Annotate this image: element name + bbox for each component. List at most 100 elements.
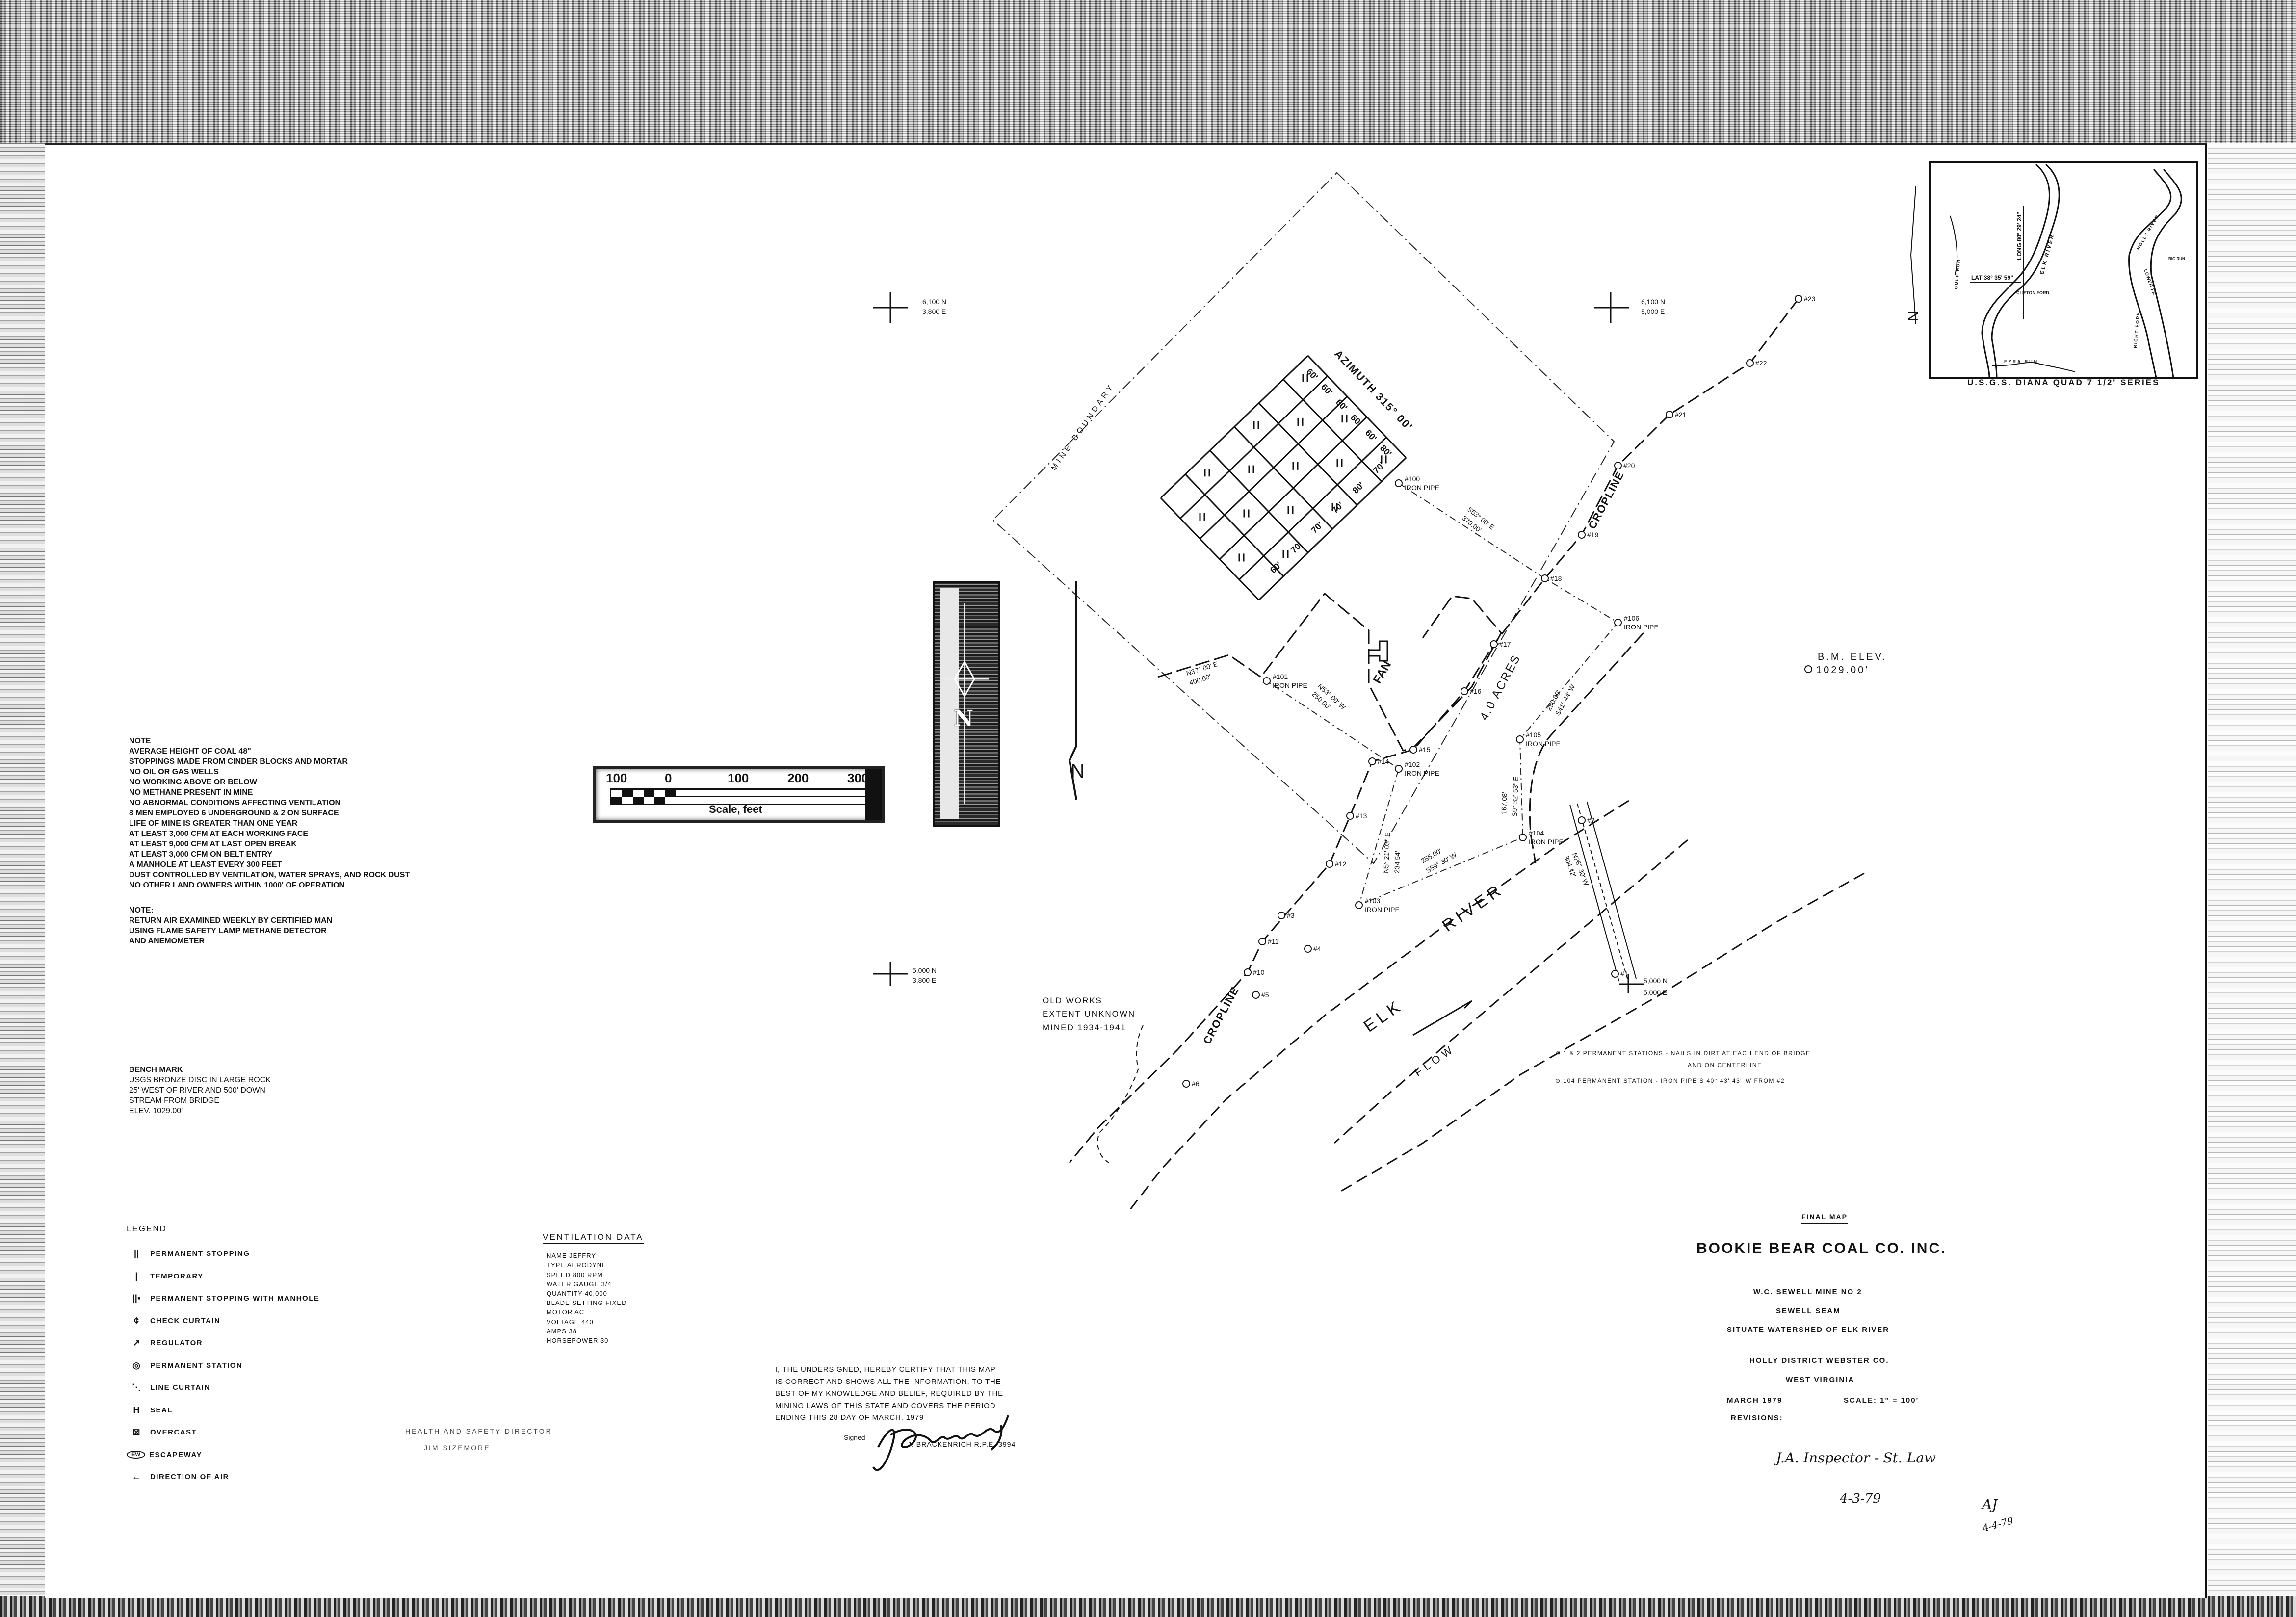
note-line: NO OTHER LAND OWNERS WITHIN 1000' OF OPE…: [129, 881, 345, 889]
legend-symbol-icon: ←: [132, 1472, 141, 1482]
fan-label: FAN: [1371, 659, 1394, 686]
ventilation-row: NAME JEFFRY: [547, 1252, 597, 1260]
survey-station-icon: [1326, 860, 1333, 868]
health-safety-director: HEALTH AND SAFETY DIRECTOR JIM SIZEMORE: [405, 1423, 552, 1456]
initials: AJ: [1982, 1496, 1998, 1513]
legend-item: ↗REGULATOR: [127, 1332, 319, 1355]
ventilation-title: VENTILATION DATA: [543, 1232, 644, 1245]
bm-elevation: B.M. ELEV. 1029.00': [1804, 652, 1887, 676]
grid-line: [1160, 497, 1260, 601]
grid-dimension-label: 60': [1349, 413, 1364, 428]
bench-mark-line: USGS BRONZE DISC IN LARGE ROCK: [129, 1076, 271, 1084]
pipe-station-label: #102: [1405, 760, 1420, 768]
pipe-station-label: #105: [1526, 731, 1541, 739]
district-line: HOLLY DISTRICT WEBSTER CO.: [1749, 1356, 1889, 1365]
river-flow-label: FLOW: [1412, 1042, 1458, 1079]
note-line: NO OIL OR GAS WELLS: [129, 768, 219, 776]
iron-pipe-label: IRON PIPE: [1405, 769, 1439, 777]
bearing-label: 167.08': [1500, 792, 1509, 814]
pipe-station-label: #100: [1405, 475, 1420, 483]
legend-label: LINE CURTAIN: [150, 1383, 210, 1392]
grid-dimension-label: 70': [1289, 540, 1304, 555]
legend: LEGEND ||PERMANENT STOPPING|TEMPORARY||▪…: [127, 1224, 319, 1488]
certification-line: IS CORRECT AND SHOWS ALL THE INFORMATION…: [775, 1377, 1001, 1386]
svg-text:B.M. ELEV.: B.M. ELEV.: [1818, 652, 1887, 662]
state-line: WEST VIRGINIA: [1786, 1376, 1855, 1384]
legend-item: ⊠OVERCAST: [127, 1421, 319, 1444]
station-label: #2: [1587, 816, 1595, 824]
note-line: AT LEAST 9,000 CFM AT LAST OPEN BREAK: [129, 840, 297, 848]
station-label: #19: [1587, 531, 1599, 539]
bearing-label: N5° 21' 03" E: [1382, 832, 1391, 873]
legend-symbol-icon: ⊠: [132, 1427, 140, 1437]
note-line: LIFE OF MINE IS GREATER THAN ONE YEAR: [129, 819, 298, 828]
iron-pipe-icon: [1395, 765, 1403, 773]
grid-line: [1258, 457, 1407, 601]
legend-item: ¢CHECK CURTAIN: [127, 1310, 319, 1332]
grid-line: [1184, 473, 1284, 577]
station-label: #20: [1623, 462, 1635, 469]
note-line: NO ABNORMAL CONDITIONS AFFECTING VENTILA…: [129, 799, 341, 807]
iron-pipe-label: IRON PIPE: [1365, 906, 1400, 913]
fan-icon: [1368, 640, 1388, 662]
azimuth-label: AZIMUTH 315° 00': [1332, 347, 1415, 433]
station-label: #12: [1335, 860, 1347, 868]
mine-name: W.C. SEWELL MINE NO 2: [1753, 1288, 1862, 1296]
certification-line: I, THE UNDERSIGNED, HEREBY CERTIFY THAT …: [775, 1365, 996, 1374]
survey-station-icon: [1258, 938, 1266, 945]
legend-symbol-icon: ||: [133, 1249, 139, 1259]
grid-line: [1238, 437, 1387, 580]
legend-item: ←DIRECTION OF AIR: [127, 1466, 319, 1488]
grid-line: [1307, 355, 1407, 459]
old-works-label: OLD WORKS EXTENT UNKNOWN MINED 1934-1941: [1043, 996, 1134, 1032]
legend-symbol-icon: ||▪: [132, 1293, 141, 1304]
health-safety-title: HEALTH AND SAFETY DIRECTOR: [405, 1427, 552, 1435]
bench-mark-line: 25' WEST OF RIVER AND 500' DOWN: [129, 1086, 265, 1095]
coord-label: 3,800 E: [913, 976, 936, 984]
signer-name: J. BRACKENRICH R.P.E. 3994: [908, 1440, 1016, 1448]
legend-label: TEMPORARY: [150, 1272, 204, 1280]
scan-border-bottom: [0, 1596, 2296, 1617]
certification-line: MINING LAWS OF THIS STATE AND COVERS THE…: [775, 1401, 996, 1410]
survey-station-icon: [1368, 757, 1376, 765]
note2-title: NOTE:: [129, 906, 154, 914]
station-label: #4: [1313, 945, 1321, 953]
north-label: N: [1070, 760, 1085, 782]
grid-dimension-label: 80': [1351, 480, 1366, 496]
seam-name: SEWELL SEAM: [1776, 1307, 1841, 1315]
inset-big-run: BIG RUN: [2168, 257, 2185, 261]
inspector-date: 4-3-79: [1840, 1491, 1881, 1506]
pipe-station-label: #101: [1273, 673, 1288, 680]
cropline-label-south: CROPLINE: [1200, 984, 1241, 1046]
survey-station-icon: [1244, 968, 1252, 976]
bridge: [1569, 802, 1637, 982]
north-arrow-icon: N: [933, 581, 1000, 827]
survey-station-icon: [1795, 295, 1802, 303]
ventilation-row: MOTOR AC: [547, 1308, 585, 1316]
survey-station-icon: [1541, 574, 1549, 582]
survey-station-icon: [1409, 746, 1417, 754]
svg-text:MINED 1934-1941: MINED 1934-1941: [1043, 1023, 1126, 1032]
legend-symbol-icon: ⋱: [132, 1382, 141, 1393]
legend-label: CHECK CURTAIN: [150, 1316, 221, 1325]
coord-label: 5,000 E: [1641, 308, 1665, 315]
iron-pipe-icon: [1395, 479, 1403, 487]
mine-workings-grid: [1160, 355, 1407, 601]
air-exam-note: NOTE: RETURN AIR EXAMINED WEEKLY BY CERT…: [129, 905, 332, 946]
grid-line: [1160, 355, 1309, 499]
revisions-label: REVISIONS:: [1731, 1414, 1783, 1422]
health-safety-name: JIM SIZEMORE: [424, 1444, 491, 1452]
inset-long: LONG 80° 29' 24": [2016, 212, 2023, 260]
pipe-station-label: #106: [1624, 614, 1639, 622]
compass-diamond-icon: [945, 603, 989, 804]
cropline-label: CROPLINE: [1586, 469, 1626, 531]
grid-line: [1179, 375, 1329, 519]
permanent-station-icon: [1804, 665, 1812, 673]
note-line: AT LEAST 3,000 CFM AT EACH WORKING FACE: [129, 830, 309, 838]
ventilation-row: VOLTAGE 440: [547, 1318, 594, 1326]
bench-mark-note: BENCH MARK USGS BRONZE DISC IN LARGE ROC…: [129, 1065, 271, 1116]
grid-dimension-label: 60': [1334, 397, 1349, 413]
